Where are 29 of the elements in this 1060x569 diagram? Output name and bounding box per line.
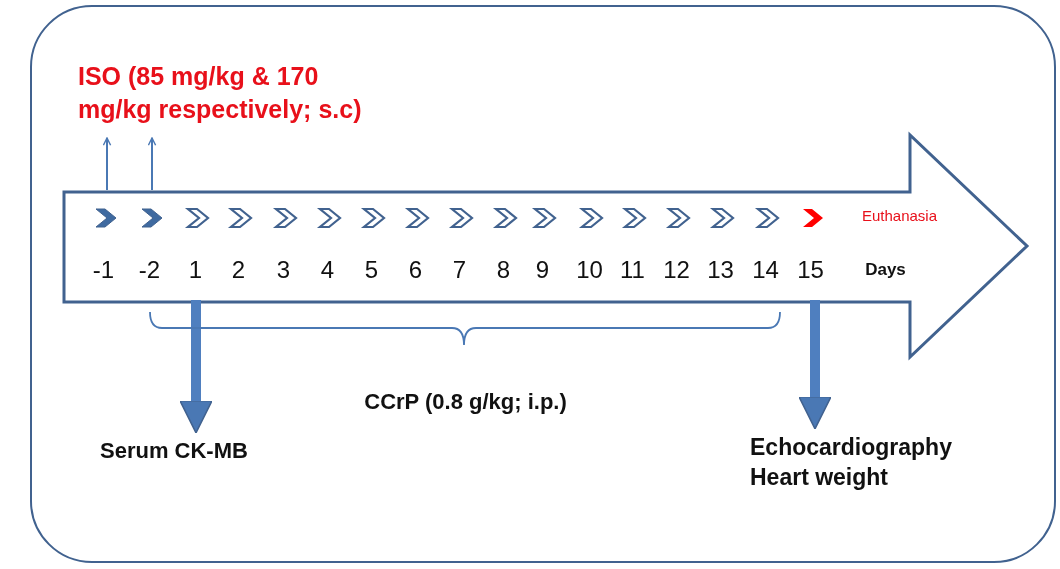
day-number: 14 xyxy=(752,255,779,284)
day-number: 15 xyxy=(797,255,824,284)
treatment-note: ISO (85 mg/kg & 170 mg/kg respectively; s.c) xyxy=(78,61,363,125)
day-number: 10 xyxy=(576,255,603,284)
arrow xyxy=(797,299,832,430)
day-number: 5 xyxy=(364,255,379,284)
day-number: 8 xyxy=(496,255,511,284)
measurement-label: Heart weight xyxy=(750,463,889,493)
treatment-label: CCrP (0.8 g/kg; i.p.) xyxy=(364,388,567,415)
axis-unit-label: Days xyxy=(865,259,906,280)
day-number: 11 xyxy=(620,255,645,284)
day-number: 4 xyxy=(320,255,335,284)
day-number: -1 xyxy=(92,255,115,284)
day-number: 3 xyxy=(276,255,291,284)
day-number: 12 xyxy=(663,255,690,284)
arrow xyxy=(178,299,213,434)
day-number: 1 xyxy=(188,255,203,284)
day-number: 6 xyxy=(408,255,423,284)
event-label: Euthanasia xyxy=(861,206,938,225)
day-number: 7 xyxy=(452,255,467,284)
day-number: 9 xyxy=(535,255,550,284)
day-number: -2 xyxy=(138,255,161,284)
measurement-label: Echocardiography xyxy=(750,433,952,462)
rounded-panel xyxy=(30,5,1056,563)
measurement-label: Serum CK-MB xyxy=(100,437,248,465)
arrow xyxy=(147,136,156,191)
day-number: 2 xyxy=(231,255,246,284)
arrow xyxy=(102,136,111,191)
day-number: 13 xyxy=(707,255,734,284)
